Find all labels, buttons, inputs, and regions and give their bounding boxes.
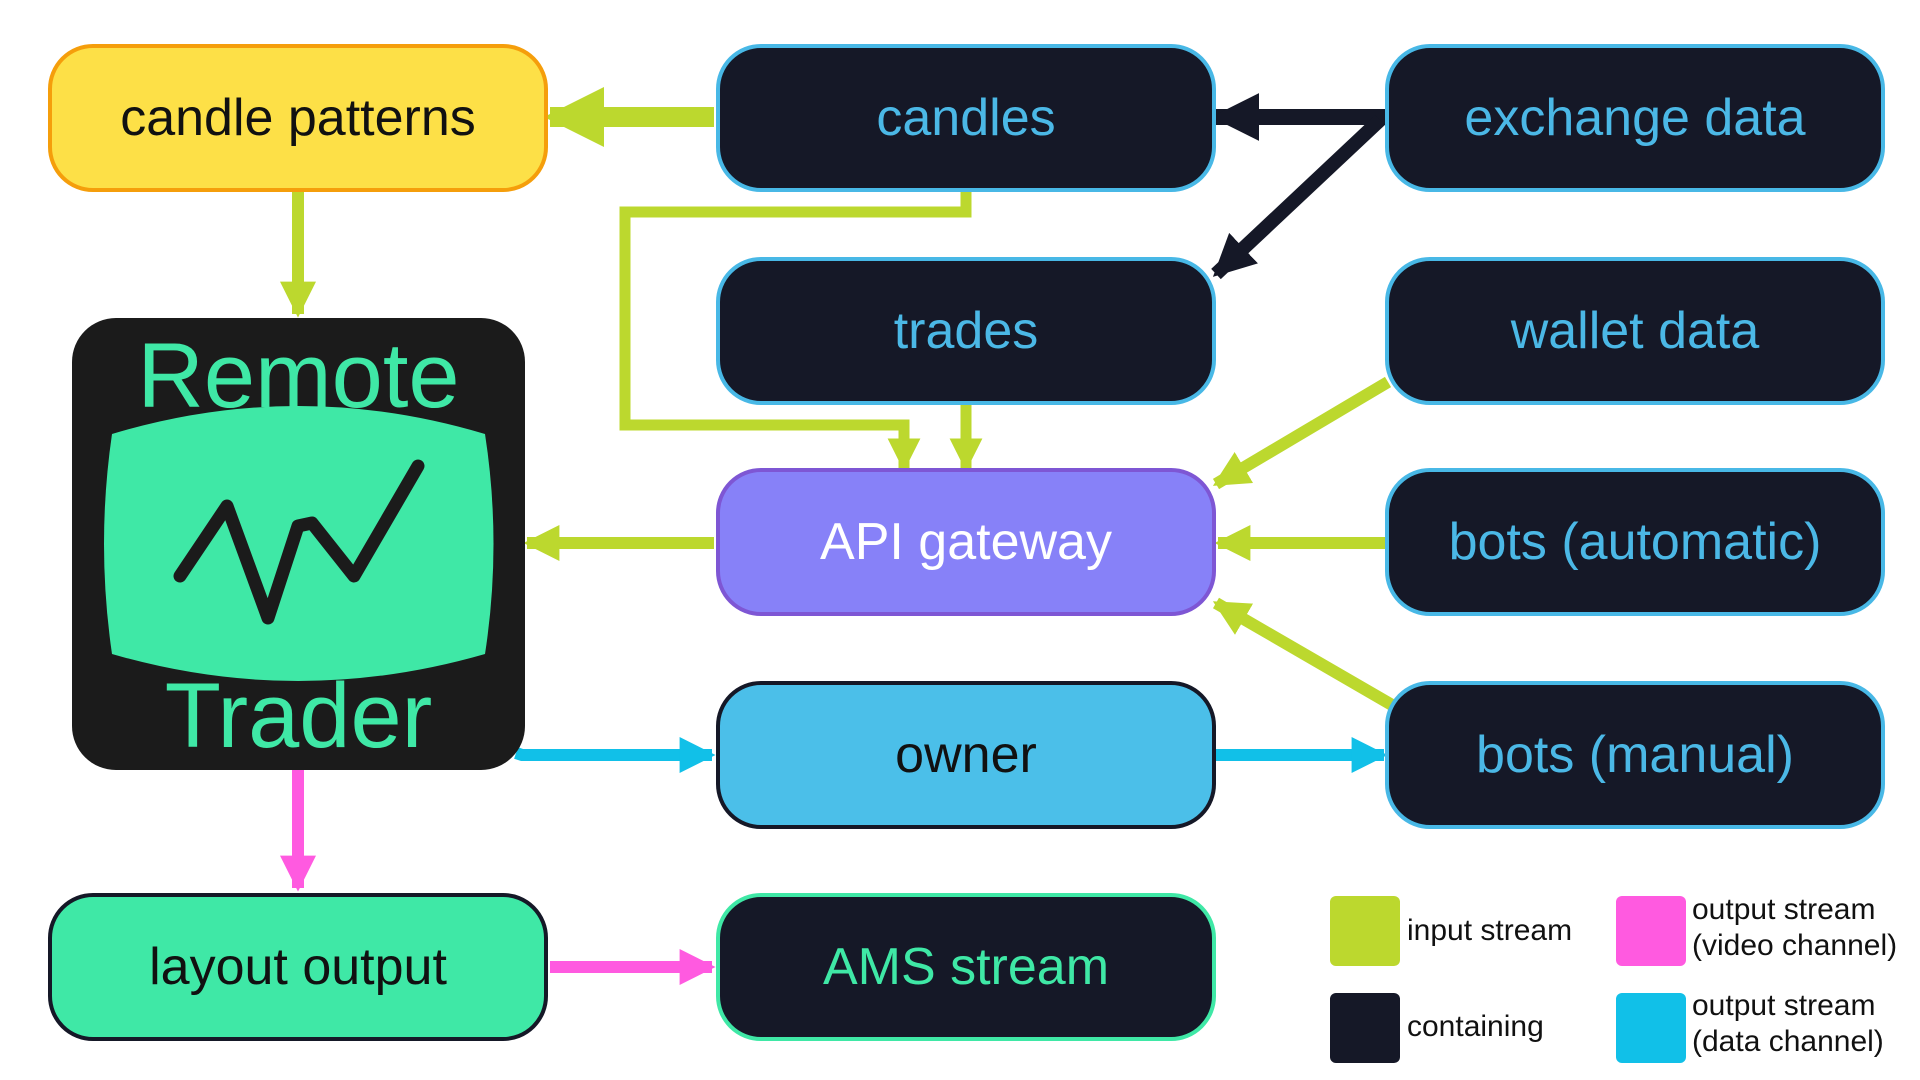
- ams-stream-node: AMS stream: [716, 893, 1216, 1041]
- legend-swatch-output-data: [1616, 993, 1686, 1063]
- chart-screen-icon: [104, 406, 494, 681]
- api-gateway-node: API gateway: [716, 468, 1216, 616]
- legend-swatch-output-video: [1616, 896, 1686, 966]
- legend-swatch-containing: [1330, 993, 1400, 1063]
- trades-node: trades: [716, 257, 1216, 405]
- arrow-remote-trader-to-owner: [514, 737, 716, 773]
- arrow-wallet-data-to-api-gateway: [1212, 376, 1392, 490]
- arrow-exchange-data-to-trades: [1211, 114, 1385, 280]
- legend-label-output-video-line1: output stream: [1692, 893, 1876, 926]
- arrow-candles-to-api-gateway: [619, 192, 972, 472]
- arrow-bots-manual-to-api-gateway: [1212, 597, 1396, 711]
- bots-automatic-node: bots (automatic): [1385, 468, 1885, 616]
- logo-title-trader: Trader: [164, 665, 433, 767]
- legend-label-output-data-line1: output stream: [1692, 989, 1876, 1022]
- owner-node: owner: [716, 681, 1216, 829]
- exchange-data-node: exchange data: [1385, 44, 1885, 192]
- wallet-data-node: wallet data: [1385, 257, 1885, 405]
- bots-manual-node: bots (manual): [1385, 681, 1885, 829]
- legend-label-output-data-line2: (data channel): [1692, 1025, 1884, 1058]
- candles-node: candles: [716, 44, 1216, 192]
- legend-label-output-video-line2: (video channel): [1692, 929, 1898, 962]
- remote-trader-logo: Remote Trader: [72, 318, 525, 770]
- legend-swatch-input-stream: [1330, 896, 1400, 966]
- logo-title-remote: Remote: [137, 325, 460, 427]
- legend-label-input-stream: input stream: [1407, 914, 1573, 947]
- legend-label-containing: containing: [1407, 1010, 1544, 1043]
- candle-patterns-node: candle patterns: [48, 44, 548, 192]
- layout-output-node: layout output: [48, 893, 548, 1041]
